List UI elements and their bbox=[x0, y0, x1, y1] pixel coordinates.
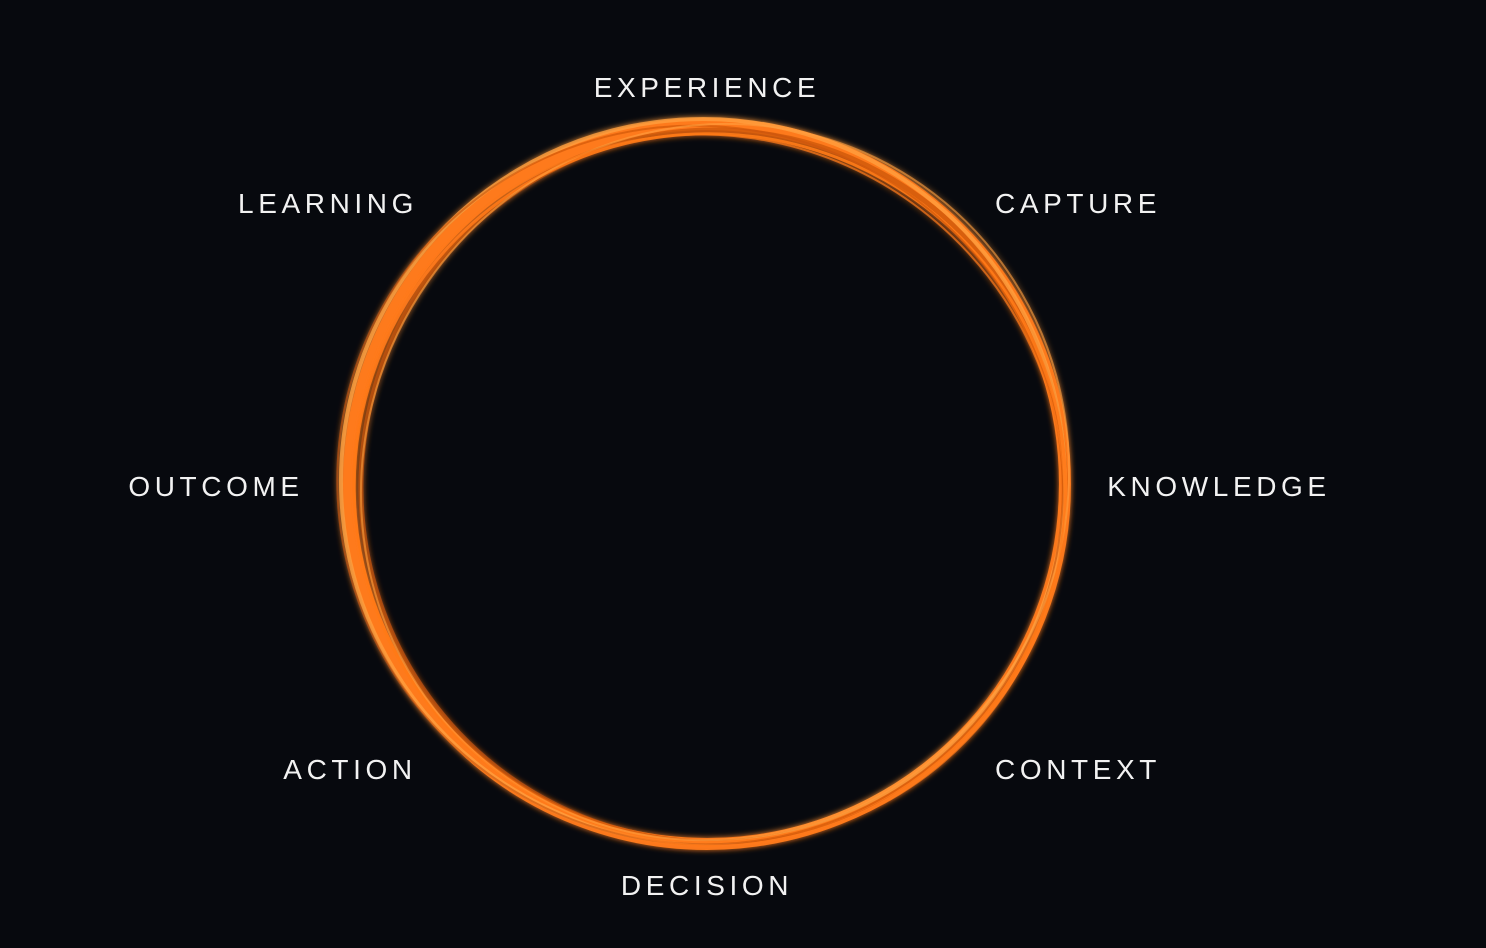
ring-strand bbox=[358, 127, 1068, 845]
stage-label-learning: LEARNING bbox=[238, 188, 418, 219]
stage-label-experience: EXPERIENCE bbox=[593, 72, 821, 103]
stage-label-outcome: OUTCOME bbox=[128, 471, 304, 502]
stage-label-decision: DECISION bbox=[620, 870, 794, 901]
ring-strand bbox=[352, 132, 1068, 844]
stage-label-context: CONTEXT bbox=[995, 754, 1161, 785]
stage-label-capture: CAPTURE bbox=[995, 188, 1161, 219]
ring-strands bbox=[336, 117, 1071, 850]
ring-strand bbox=[339, 117, 1067, 845]
stage-label-action: ACTION bbox=[283, 754, 417, 785]
ring-strand bbox=[350, 133, 1066, 847]
ring-strand bbox=[336, 124, 1064, 846]
stage-label-knowledge: KNOWLEDGE bbox=[1107, 471, 1331, 502]
